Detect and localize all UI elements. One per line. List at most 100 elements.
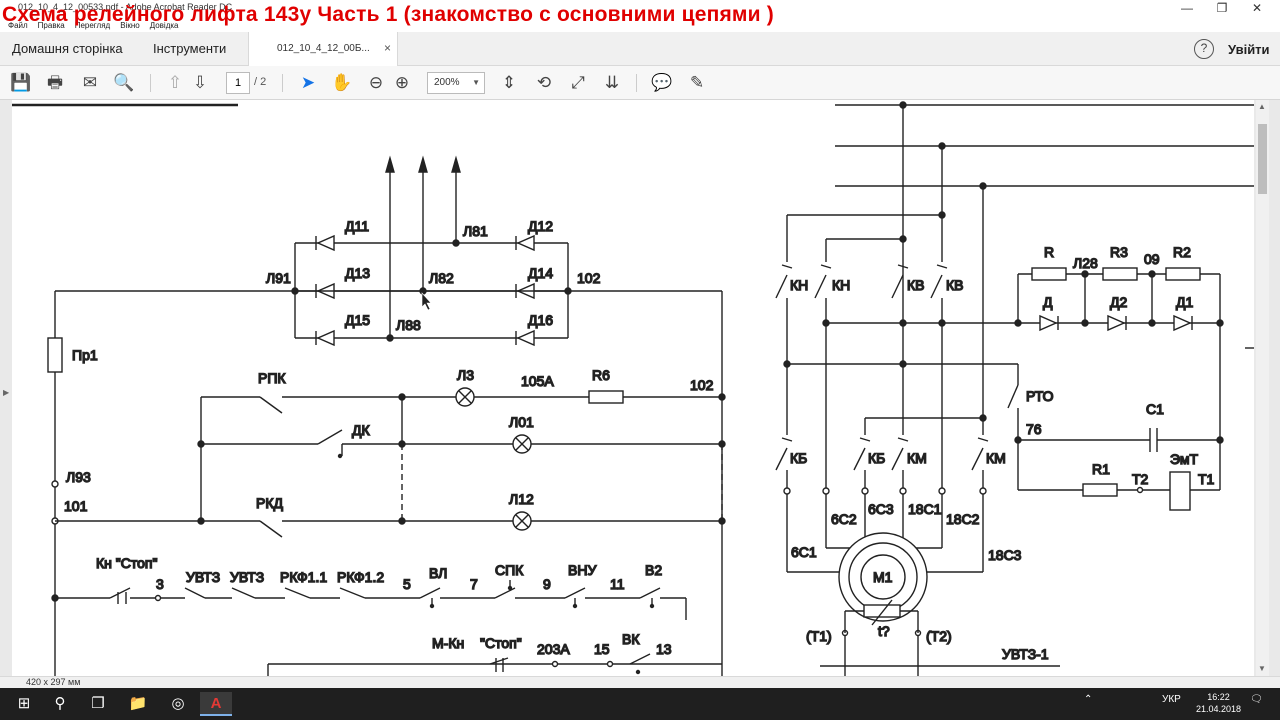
task-view-icon[interactable]: ❐ <box>91 695 105 712</box>
draw-icon[interactable]: ✎ <box>689 73 705 92</box>
label-l28: Л28 <box>1073 255 1098 271</box>
label-uvtz-2: УВТЗ <box>230 569 264 585</box>
label-15: 15 <box>594 641 610 657</box>
tab-home[interactable]: Домашня сторінка <box>12 41 123 56</box>
label-t1-paren: (Т1) <box>806 628 832 644</box>
fullscreen-icon[interactable]: ⤢ <box>571 73 585 92</box>
scroll-down-icon[interactable]: ▼ <box>1258 664 1266 673</box>
label-l88: Л88 <box>396 317 421 333</box>
tab-close-icon[interactable]: × <box>383 41 391 55</box>
sign-in-button[interactable]: Увійти <box>1228 42 1270 57</box>
search-icon[interactable]: 🔍 <box>113 73 135 92</box>
label-d13: Д13 <box>345 265 370 281</box>
label-l91: Л91 <box>266 270 291 286</box>
label-uvtz-1: УВТЗ <box>186 569 220 585</box>
comment-icon[interactable]: 💬 <box>651 73 673 92</box>
scroll-up-icon[interactable]: ▲ <box>1258 102 1266 111</box>
zoom-in-icon[interactable]: ⊕ <box>394 73 410 92</box>
scroll-mode-icon[interactable]: ⇊ <box>604 73 620 92</box>
menu-window[interactable]: Вікно <box>120 21 140 30</box>
help-icon[interactable]: ? <box>1194 39 1214 59</box>
label-d11: Д11 <box>345 218 369 234</box>
video-overlay-title: Схема релейного лифта 143у Часть 1 (знак… <box>2 3 774 26</box>
vertical-scrollbar[interactable]: ▲ ▼ <box>1256 100 1269 678</box>
label-101: 101 <box>64 498 88 514</box>
rotate-icon[interactable]: ⟲ <box>536 73 552 92</box>
page-number-input[interactable]: 1 <box>226 72 250 94</box>
menu-file[interactable]: Файл <box>8 21 28 30</box>
expand-left-icon: ▶ <box>3 388 10 397</box>
print-icon[interactable]: 🖶 <box>46 73 64 92</box>
previous-page-icon[interactable]: ⇧ <box>167 73 183 92</box>
menu-view[interactable]: Перегляд <box>74 21 111 30</box>
mouse-cursor <box>421 292 432 311</box>
taskbar: ⊞ ⚲ ❐ 📁 ◎ A ⌃ УКР 16:22 21.04.2018 🗨 <box>0 688 1280 720</box>
restore-button[interactable]: ❐ <box>1216 1 1228 15</box>
browser-icon[interactable]: ◎ <box>171 695 185 712</box>
left-panel-toggle[interactable]: ▶ <box>0 100 12 678</box>
clock-time: 16:22 <box>1207 692 1230 702</box>
start-icon[interactable]: ⊞ <box>17 695 31 712</box>
label-d: Д <box>1043 294 1053 310</box>
close-window-button[interactable]: ✕ <box>1251 1 1263 15</box>
label-rto: РТО <box>1026 388 1054 404</box>
toolbar-divider <box>282 74 283 92</box>
pdf-page: Д11 Л81 Д12 Л91 Д13 Л82 Д14 102 Д15 Л88 … <box>12 100 1254 676</box>
menu-bar: Файл Правка Перегляд Вікно Довідка <box>8 21 178 30</box>
document-area[interactable]: ▶ <box>0 100 1280 678</box>
label-18s2: 18С2 <box>946 511 980 527</box>
tab-tools[interactable]: Інструменти <box>153 41 227 56</box>
save-icon[interactable]: 💾 <box>10 73 32 92</box>
label-t2: Т2 <box>1132 471 1149 487</box>
label-r3: R3 <box>1110 244 1128 260</box>
clock[interactable]: 16:22 21.04.2018 <box>1196 691 1241 715</box>
tab-document[interactable]: 012_10_4_12_00Б... × <box>248 32 398 66</box>
select-tool-icon[interactable]: ➤ <box>300 73 316 92</box>
label-rpk: РПК <box>258 370 286 386</box>
page-size: 420 x 297 мм <box>26 677 81 687</box>
menu-edit[interactable]: Правка <box>37 21 65 30</box>
label-105a: 105А <box>521 373 554 389</box>
file-explorer-icon[interactable]: 📁 <box>128 695 148 712</box>
label-km-1: КМ <box>907 450 927 466</box>
next-page-icon[interactable]: ⇩ <box>192 73 208 92</box>
search-taskbar-icon[interactable]: ⚲ <box>54 695 66 712</box>
label-203a: 203А <box>537 641 570 657</box>
label-pr1: Пр1 <box>72 347 98 363</box>
menu-help[interactable]: Довідка <box>149 21 179 30</box>
label-kb-2: КБ <box>868 450 885 466</box>
label-kn-stop: Кн "Стоп" <box>96 555 157 571</box>
label-rkf12: РКФ1.2 <box>337 569 384 585</box>
hand-tool-icon[interactable]: ✋ <box>331 73 353 92</box>
label-102-mid: 102 <box>690 377 714 393</box>
label-5: 5 <box>403 576 411 592</box>
label-c1: С1 <box>1146 401 1164 417</box>
acrobat-icon[interactable]: A <box>200 692 232 716</box>
label-vnu: ВНУ <box>568 562 596 578</box>
zoom-select[interactable]: 200% ▼ <box>427 72 485 94</box>
label-18s3: 18С3 <box>988 547 1022 563</box>
label-rkd: РКД <box>256 495 283 511</box>
zoom-out-icon[interactable]: ⊖ <box>368 73 384 92</box>
label-13: 13 <box>656 641 672 657</box>
label-l12: Л12 <box>509 491 534 507</box>
fit-page-icon[interactable]: ⇕ <box>501 73 517 92</box>
label-l93: Л93 <box>66 469 91 485</box>
tray-arrow-icon[interactable]: ⌃ <box>1084 694 1093 705</box>
label-l01: Л01 <box>509 414 534 430</box>
language-indicator[interactable]: УКР <box>1162 694 1181 705</box>
mail-icon[interactable]: ✉ <box>82 73 98 92</box>
chevron-down-icon: ▼ <box>472 78 480 87</box>
label-l82: Л82 <box>429 270 454 286</box>
minimize-button[interactable]: — <box>1181 1 1193 15</box>
label-d12: Д12 <box>528 218 553 234</box>
label-r1: R1 <box>1092 461 1110 477</box>
label-09: 09 <box>1144 251 1160 267</box>
tab-bar: Домашня сторінка Інструменти 012_10_4_12… <box>0 32 1280 66</box>
label-vk: ВК <box>622 631 640 647</box>
notifications-icon[interactable]: 🗨 <box>1250 694 1263 705</box>
label-76: 76 <box>1026 421 1042 437</box>
scrollbar-thumb[interactable] <box>1258 124 1267 194</box>
label-9: 9 <box>543 576 551 592</box>
